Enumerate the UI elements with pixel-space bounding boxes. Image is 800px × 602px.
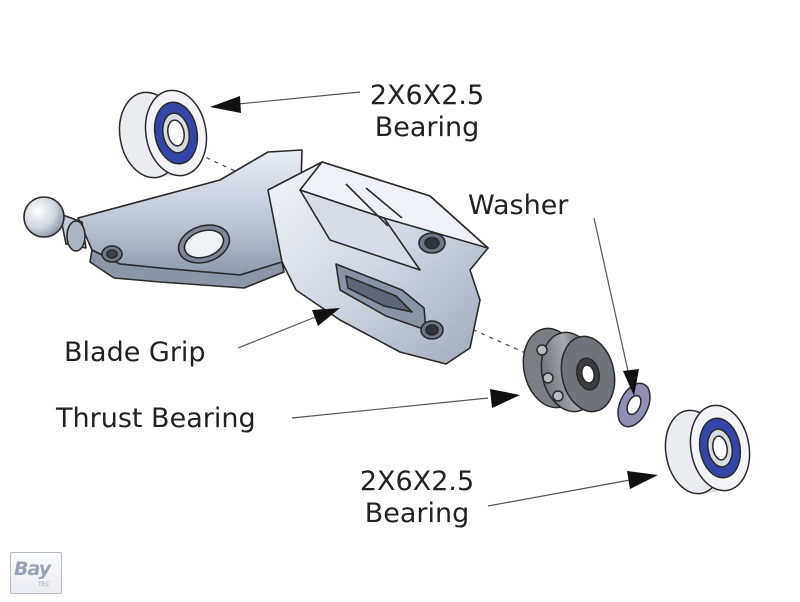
label-bearing-bottom: 2X6X2.5 Bearing (352, 466, 482, 530)
bearing-top-part (118, 89, 208, 179)
label-bearing-bottom-size: 2X6X2.5 (359, 466, 475, 497)
label-bearing-bottom-name: Bearing (364, 498, 470, 529)
arrow-heads (210, 96, 658, 489)
leader-lines (237, 91, 631, 507)
label-bearing-top: 2X6X2.5 Bearing (362, 80, 492, 144)
blade-grip-part (23, 149, 489, 365)
baytec-logo: Bay TEC (10, 552, 62, 594)
bearing-bottom-part (664, 404, 751, 495)
label-thrust-bearing: Thrust Bearing (56, 403, 256, 434)
washer-part (617, 382, 651, 428)
label-bearing-top-size: 2X6X2.5 (369, 80, 485, 111)
label-washer: Washer (468, 190, 569, 221)
label-blade-grip: Blade Grip (64, 337, 206, 368)
label-bearing-top-name: Bearing (374, 112, 480, 143)
logo-sub: TEC (38, 581, 50, 588)
logo-brand: Bay (14, 558, 51, 580)
thrust-bearing-part (522, 327, 616, 413)
